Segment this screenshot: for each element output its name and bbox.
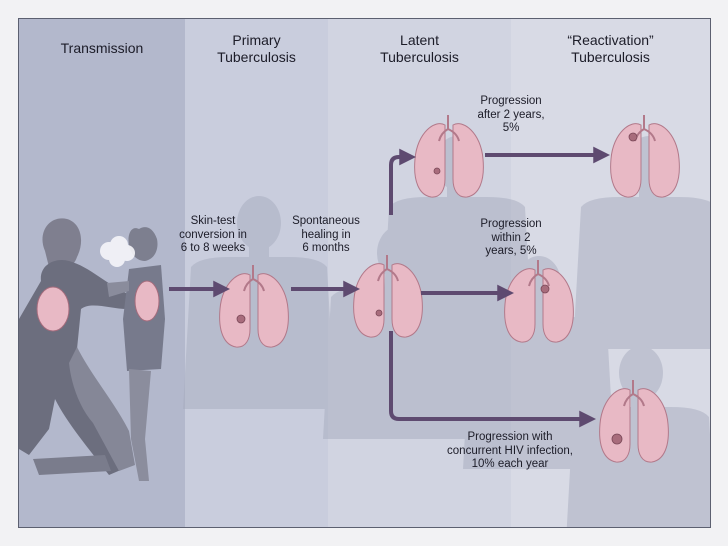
label-hiv-line2: concurrent HIV infection, bbox=[447, 444, 573, 457]
label-hiv-line1: Progression with bbox=[467, 431, 553, 443]
label-healing-line3: 6 months bbox=[302, 242, 350, 254]
label-within2-line2: within 2 bbox=[491, 231, 531, 244]
header-reactivation-line2: Tuberculosis bbox=[571, 49, 650, 65]
lesion-reactivation-lower bbox=[611, 433, 623, 445]
label-within2-line1: Progression bbox=[480, 218, 542, 230]
header-latent-line2: Tuberculosis bbox=[380, 49, 459, 65]
header-latent: Latent Tuberculosis bbox=[328, 32, 511, 66]
label-skin-test-line3: 6 to 8 weeks bbox=[180, 242, 246, 254]
label-after2-line1: Progression bbox=[480, 95, 542, 107]
header-reactivation-line1: “Reactivation” bbox=[567, 32, 654, 48]
label-within-2-years: Progression within 2 years, 5% bbox=[463, 218, 559, 259]
header-transmission-text: Transmission bbox=[60, 40, 144, 56]
label-skin-test: Skin-test conversion in 6 to 8 weeks bbox=[165, 215, 261, 256]
illustration bbox=[19, 114, 710, 527]
header-transmission: Transmission bbox=[19, 40, 185, 57]
label-after-2-years: Progression after 2 years, 5% bbox=[463, 95, 559, 136]
arrow-latent-to-upper bbox=[389, 148, 417, 215]
arrow-hiv-progression bbox=[389, 331, 597, 428]
label-hiv-line3: 10% each year bbox=[471, 458, 549, 470]
header-primary-line1: Primary bbox=[232, 32, 281, 48]
label-after2-line3: 5% bbox=[502, 122, 520, 134]
diagram-frame: Transmission Primary Tuberculosis Latent… bbox=[18, 18, 711, 528]
lesion-reactivation-upper bbox=[628, 132, 638, 142]
header-reactivation: “Reactivation” Tuberculosis bbox=[511, 32, 710, 66]
label-skin-test-line2: conversion in bbox=[179, 228, 247, 241]
label-skin-test-line1: Skin-test bbox=[190, 215, 236, 227]
lesion-primary bbox=[236, 314, 246, 324]
label-healing-line1: Spontaneous bbox=[292, 215, 360, 227]
lesion-latent-upper bbox=[433, 167, 441, 175]
label-within2-line3: years, 5% bbox=[485, 245, 537, 257]
header-primary: Primary Tuberculosis bbox=[185, 32, 328, 66]
header-latent-line1: Latent bbox=[400, 32, 439, 48]
label-after2-line2: after 2 years, bbox=[477, 108, 545, 121]
label-healing-line2: healing in bbox=[301, 228, 351, 241]
header-primary-line2: Tuberculosis bbox=[217, 49, 296, 65]
label-healing: Spontaneous healing in 6 months bbox=[281, 215, 371, 256]
transmission-figures bbox=[19, 218, 165, 481]
lesion-reactivation-mid bbox=[540, 284, 550, 294]
lesion-latent bbox=[375, 309, 383, 317]
label-hiv: Progression with concurrent HIV infectio… bbox=[425, 431, 595, 472]
